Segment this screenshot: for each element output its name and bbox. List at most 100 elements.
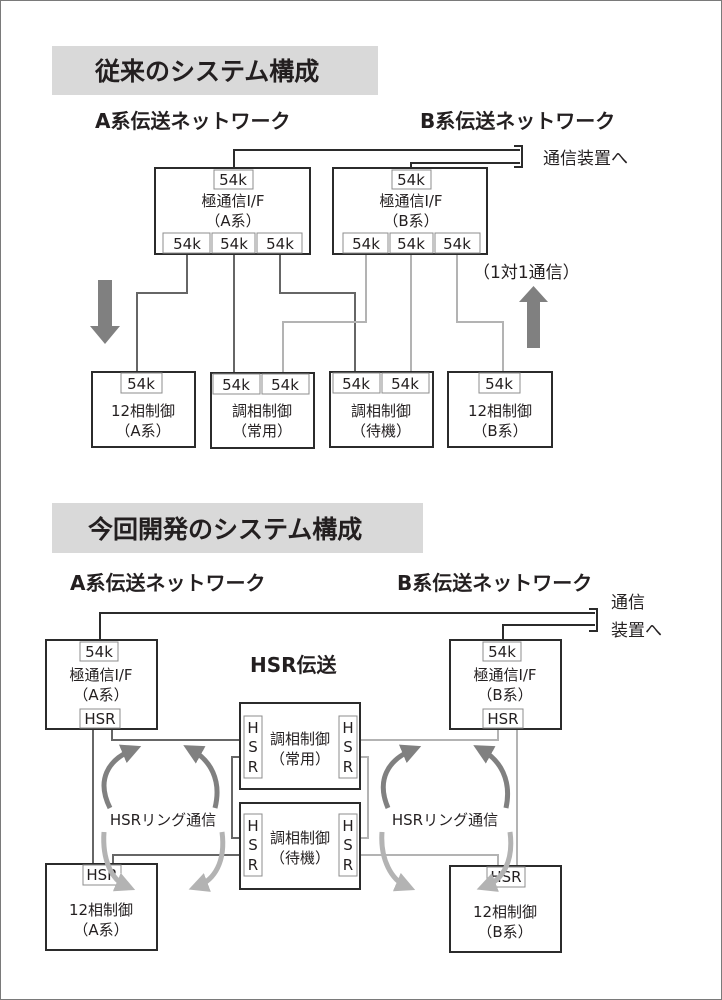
s2-if-a-box: 54k 極通信I/F （A系） HSR [45, 639, 158, 730]
hsr-port-letter: R [248, 758, 258, 776]
box-sublabel: （B系） [477, 923, 532, 941]
hsr-port-letter: R [248, 856, 258, 874]
port-label: 54k [397, 171, 425, 189]
hsr-port-letter: S [343, 836, 353, 854]
box-label: 調相制御 [270, 730, 330, 748]
s1-one-to-one-label: （1対1通信） [473, 263, 580, 283]
s2-link-ifa-normal [111, 729, 244, 741]
port-label: 54k [173, 235, 201, 253]
port-label: 54k [488, 643, 516, 661]
port-label: 54k [271, 376, 299, 394]
hsr-port-letter: S [343, 738, 353, 756]
hsr-port-letter: H [342, 817, 353, 835]
hsr-port-letter: S [248, 836, 258, 854]
box-sublabel: （A系） [73, 686, 128, 704]
hsr-port-letter: S [248, 738, 258, 756]
port-label: HSR [84, 710, 115, 728]
port-label: 54k [342, 375, 370, 393]
box-label: 12相制御 [69, 901, 133, 919]
box-sublabel: （常用） [232, 422, 292, 440]
box-label: 12相制御 [473, 903, 537, 921]
section1-network-b-label: B系伝送ネットワーク [420, 109, 615, 133]
box-sublabel: （待機） [351, 422, 411, 440]
s2-hsr-transmission-label: HSR伝送 [250, 653, 338, 677]
section1-title: 従来のシステム構成 [94, 57, 319, 86]
hsr-port-letter: H [342, 719, 353, 737]
box-label: 極通信I/F [473, 666, 536, 684]
s2-phase-standby-box: H S R H S R 調相制御 （待機） [239, 802, 361, 890]
s2-phase-normal-box: H S R H S R 調相制御 （常用） [239, 702, 361, 790]
s2-ring-arrows-right: HSRリング通信 [379, 744, 514, 892]
ring-label: HSRリング通信 [110, 811, 216, 829]
s2-ring-arrows-left: HSRリング通信 [101, 744, 226, 892]
down-arrow-icon [90, 280, 120, 344]
port [213, 169, 254, 190]
box-label: 調相制御 [270, 829, 330, 847]
box-sublabel: （B系） [472, 422, 527, 440]
section2-network-a-label: A系伝送ネットワーク [70, 571, 265, 595]
s2-link-ifb-normal [357, 729, 499, 741]
s1-device-12b: 54k 12相制御 （B系） [447, 371, 553, 448]
ring-arrow-icon [473, 745, 510, 809]
s2-bracket [589, 608, 598, 632]
ring-arrow-icon [101, 744, 142, 810]
box-label: 極通信I/F [201, 192, 264, 210]
s2-if-b-box: 54k 極通信I/F （B系） HSR [449, 639, 562, 730]
s1-bracket [514, 145, 523, 168]
s2-uplink-a [99, 612, 595, 640]
s1-link-b-12b [456, 253, 504, 372]
s1-device-12a: 54k 12相制御 （A系） [91, 371, 196, 448]
hsr-port-letter: H [247, 817, 258, 835]
box-sublabel: （B系） [383, 212, 438, 230]
s1-link-b-normal [282, 253, 367, 372]
s1-uplink-a [233, 149, 520, 168]
ring-label: HSRリング通信 [392, 811, 498, 829]
port-label: 54k [443, 235, 471, 253]
up-arrow-icon [519, 286, 548, 348]
ring-arrow-icon [188, 831, 226, 892]
port-label: 54k [352, 235, 380, 253]
box-sublabel: （B系） [477, 686, 532, 704]
s2-to-comm-device-2: 装置へ [611, 621, 662, 641]
s2-to-comm-device-1: 通信 [611, 593, 645, 613]
s1-if-a-box: 54k 極通信I/F （A系） 54k 54k 54k [154, 167, 311, 255]
s2-link-normal-standby-right [357, 756, 369, 839]
port-label: 54k [222, 376, 250, 394]
port-label: HSR [487, 710, 518, 728]
box-sublabel: （常用） [270, 750, 330, 768]
box-label: 極通信I/F [69, 666, 132, 684]
s2-uplink-b [502, 624, 595, 640]
s1-link-a-standby [279, 253, 356, 372]
s1-link-a-12a [136, 253, 188, 372]
s1-to-comm-device: 通信装置へ [543, 149, 628, 169]
box-label: 12相制御 [111, 402, 175, 420]
s2-link-standby-12a [112, 854, 244, 866]
s1-device-phase-normal: 54k 54k 調相制御 （常用） [210, 372, 315, 449]
section1-network-a-label: A系伝送ネットワーク [95, 109, 290, 133]
section2-title: 今回開発のシステム構成 [88, 515, 362, 544]
ring-arrow-icon [183, 745, 220, 809]
port-label: 54k [397, 235, 425, 253]
s1-if-b-box: 54k 極通信I/F （B系） 54k 54k 54k [332, 167, 488, 255]
s2-ctrl-12a-box: HSR 12相制御 （A系） [45, 863, 158, 951]
port-label: 54k [220, 235, 248, 253]
hsr-port-letter: R [343, 758, 353, 776]
box-sublabel: （A系） [205, 212, 260, 230]
hsr-port-letter: H [247, 719, 258, 737]
s1-device-phase-standby: 54k 54k 調相制御 （待機） [329, 371, 434, 448]
s1-uplink-b [410, 162, 520, 168]
port-label: 54k [266, 235, 294, 253]
box-sublabel: （待機） [270, 849, 330, 867]
box-label: 12相制御 [468, 402, 532, 420]
box-label: 調相制御 [351, 402, 411, 420]
ring-arrow-icon [101, 831, 136, 892]
box-label: 極通信I/F [379, 192, 442, 210]
port-label: 54k [127, 375, 155, 393]
port-label: 54k [485, 375, 513, 393]
s2-ctrl-12b-box: HSR 12相制御 （B系） [449, 865, 562, 953]
box-sublabel: （A系） [115, 422, 170, 440]
box-sublabel: （A系） [73, 921, 128, 939]
s2-link-normal-standby-left [231, 756, 244, 839]
port-label: 54k [85, 643, 113, 661]
